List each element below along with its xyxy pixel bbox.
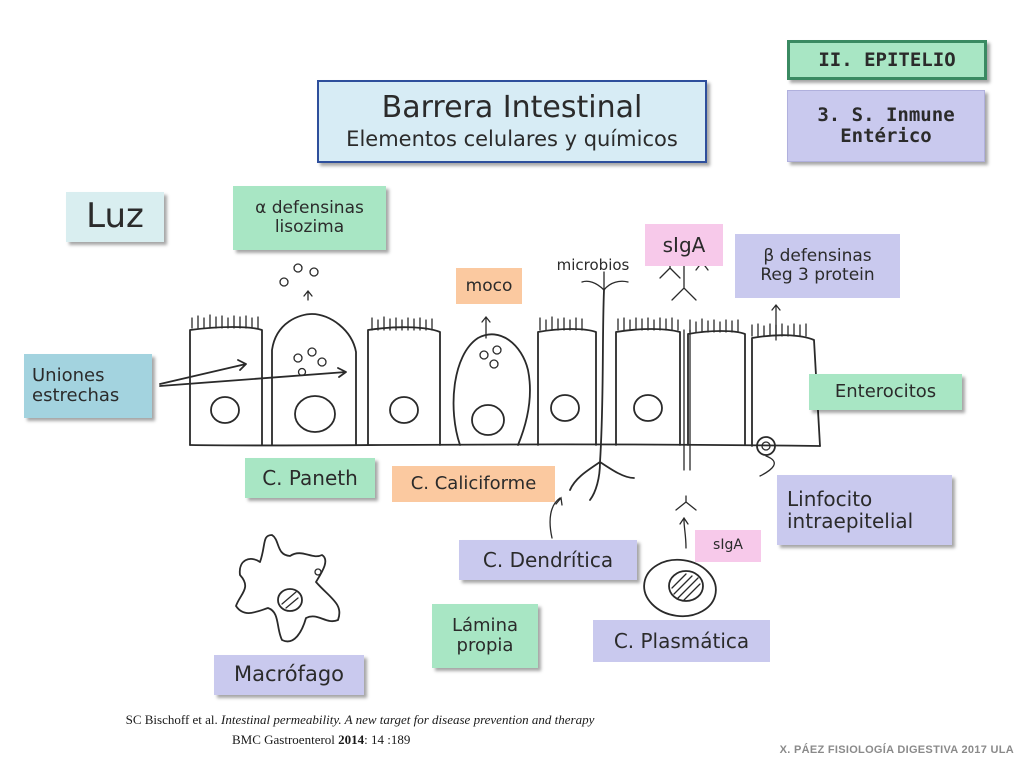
label-siga-bottom: sIgA (695, 530, 761, 562)
subsection-label-inmune: 3. S. Inmune Entérico (787, 90, 985, 162)
goblet-cell (452, 333, 531, 446)
label-uniones-estrechas: Uniones estrechas (24, 354, 152, 418)
tight-junction-arrow (159, 359, 247, 385)
label-enterocitos: Enterocitos (809, 374, 962, 410)
label-alpha-defensinas: α defensinas lisozima (233, 186, 386, 250)
citation-line-2: BMC Gastroenterol 2014: 14 :189 (232, 732, 411, 747)
basement-membrane (189, 443, 821, 447)
label-plasmatica: C. Plasmática (593, 620, 770, 662)
macrophage (235, 534, 341, 643)
tight-junction-arrow (159, 367, 347, 387)
label-caliciforme: C. Caliciforme (392, 466, 555, 502)
label-microbios: microbios (556, 255, 630, 274)
footer-credit: X. PÁEZ FISIOLOGÍA DIGESTIVA 2017 ULA (779, 744, 1014, 756)
page-subtitle: Elementos celulares y químicos (346, 127, 678, 152)
section-label-text: II. EPITELIO (818, 48, 956, 71)
label-dendritica: C. Dendrítica (459, 540, 637, 580)
enterocyte-cell (367, 326, 441, 446)
paneth-cell (271, 313, 357, 446)
label-beta-defensinas: β defensinas Reg 3 protein (735, 234, 900, 298)
label-siga-top: sIgA (645, 224, 723, 266)
label-lamina-propia: Lámina propia (432, 604, 538, 668)
nucleus (294, 395, 336, 433)
label-paneth: C. Paneth (245, 458, 375, 498)
nucleus (210, 396, 240, 424)
dendritic-cell (569, 289, 635, 501)
enterocyte-cell (189, 326, 263, 446)
plasma-cell (643, 558, 717, 618)
title-box: Barrera Intestinal Elementos celulares y… (317, 80, 707, 163)
intraepithelial-lymphocyte (756, 436, 776, 456)
label-macrofago: Macrófago (214, 655, 364, 695)
section-label-epitelio: II. EPITELIO (787, 40, 987, 80)
label-moco: moco (456, 268, 522, 304)
page-title: Barrera Intestinal (381, 90, 643, 126)
label-linfocito: Linfocito intraepitelial (777, 475, 952, 545)
citation-line-1: SC Bischoff et al. Intestinal permeabili… (125, 712, 595, 727)
label-luz: Luz (66, 192, 164, 242)
microvilli (191, 314, 807, 337)
